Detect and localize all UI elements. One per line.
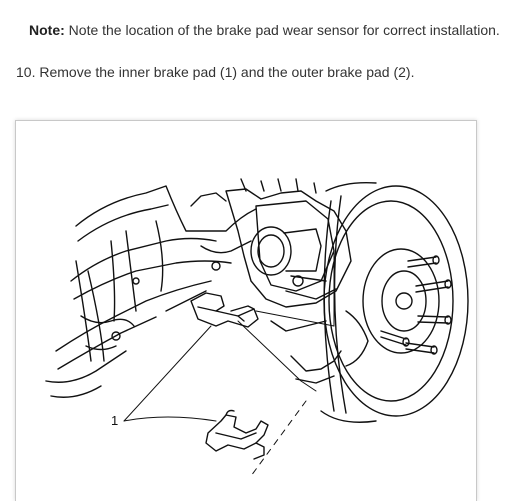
note-text: Note the location of the brake pad wear … — [64, 22, 500, 38]
assembly-lines — [237, 250, 335, 477]
suspension-arm — [45, 185, 257, 398]
note-paragraph: Note: Note the location of the brake pad… — [29, 21, 500, 39]
callout-leader-1 — [123, 325, 217, 422]
callout-label-1: 1 — [111, 413, 118, 428]
step-instruction: 10. Remove the inner brake pad (1) and t… — [16, 64, 415, 80]
brake-pad-illustration: 1 — [15, 120, 477, 501]
note-label: Note: — [29, 22, 65, 38]
wheel-studs — [380, 255, 452, 355]
dust-shield — [270, 320, 342, 384]
brake-rotor — [320, 181, 469, 423]
inner-brake-pad — [190, 292, 259, 328]
caliper-bracket — [225, 178, 352, 308]
outer-brake-pad — [205, 409, 269, 460]
